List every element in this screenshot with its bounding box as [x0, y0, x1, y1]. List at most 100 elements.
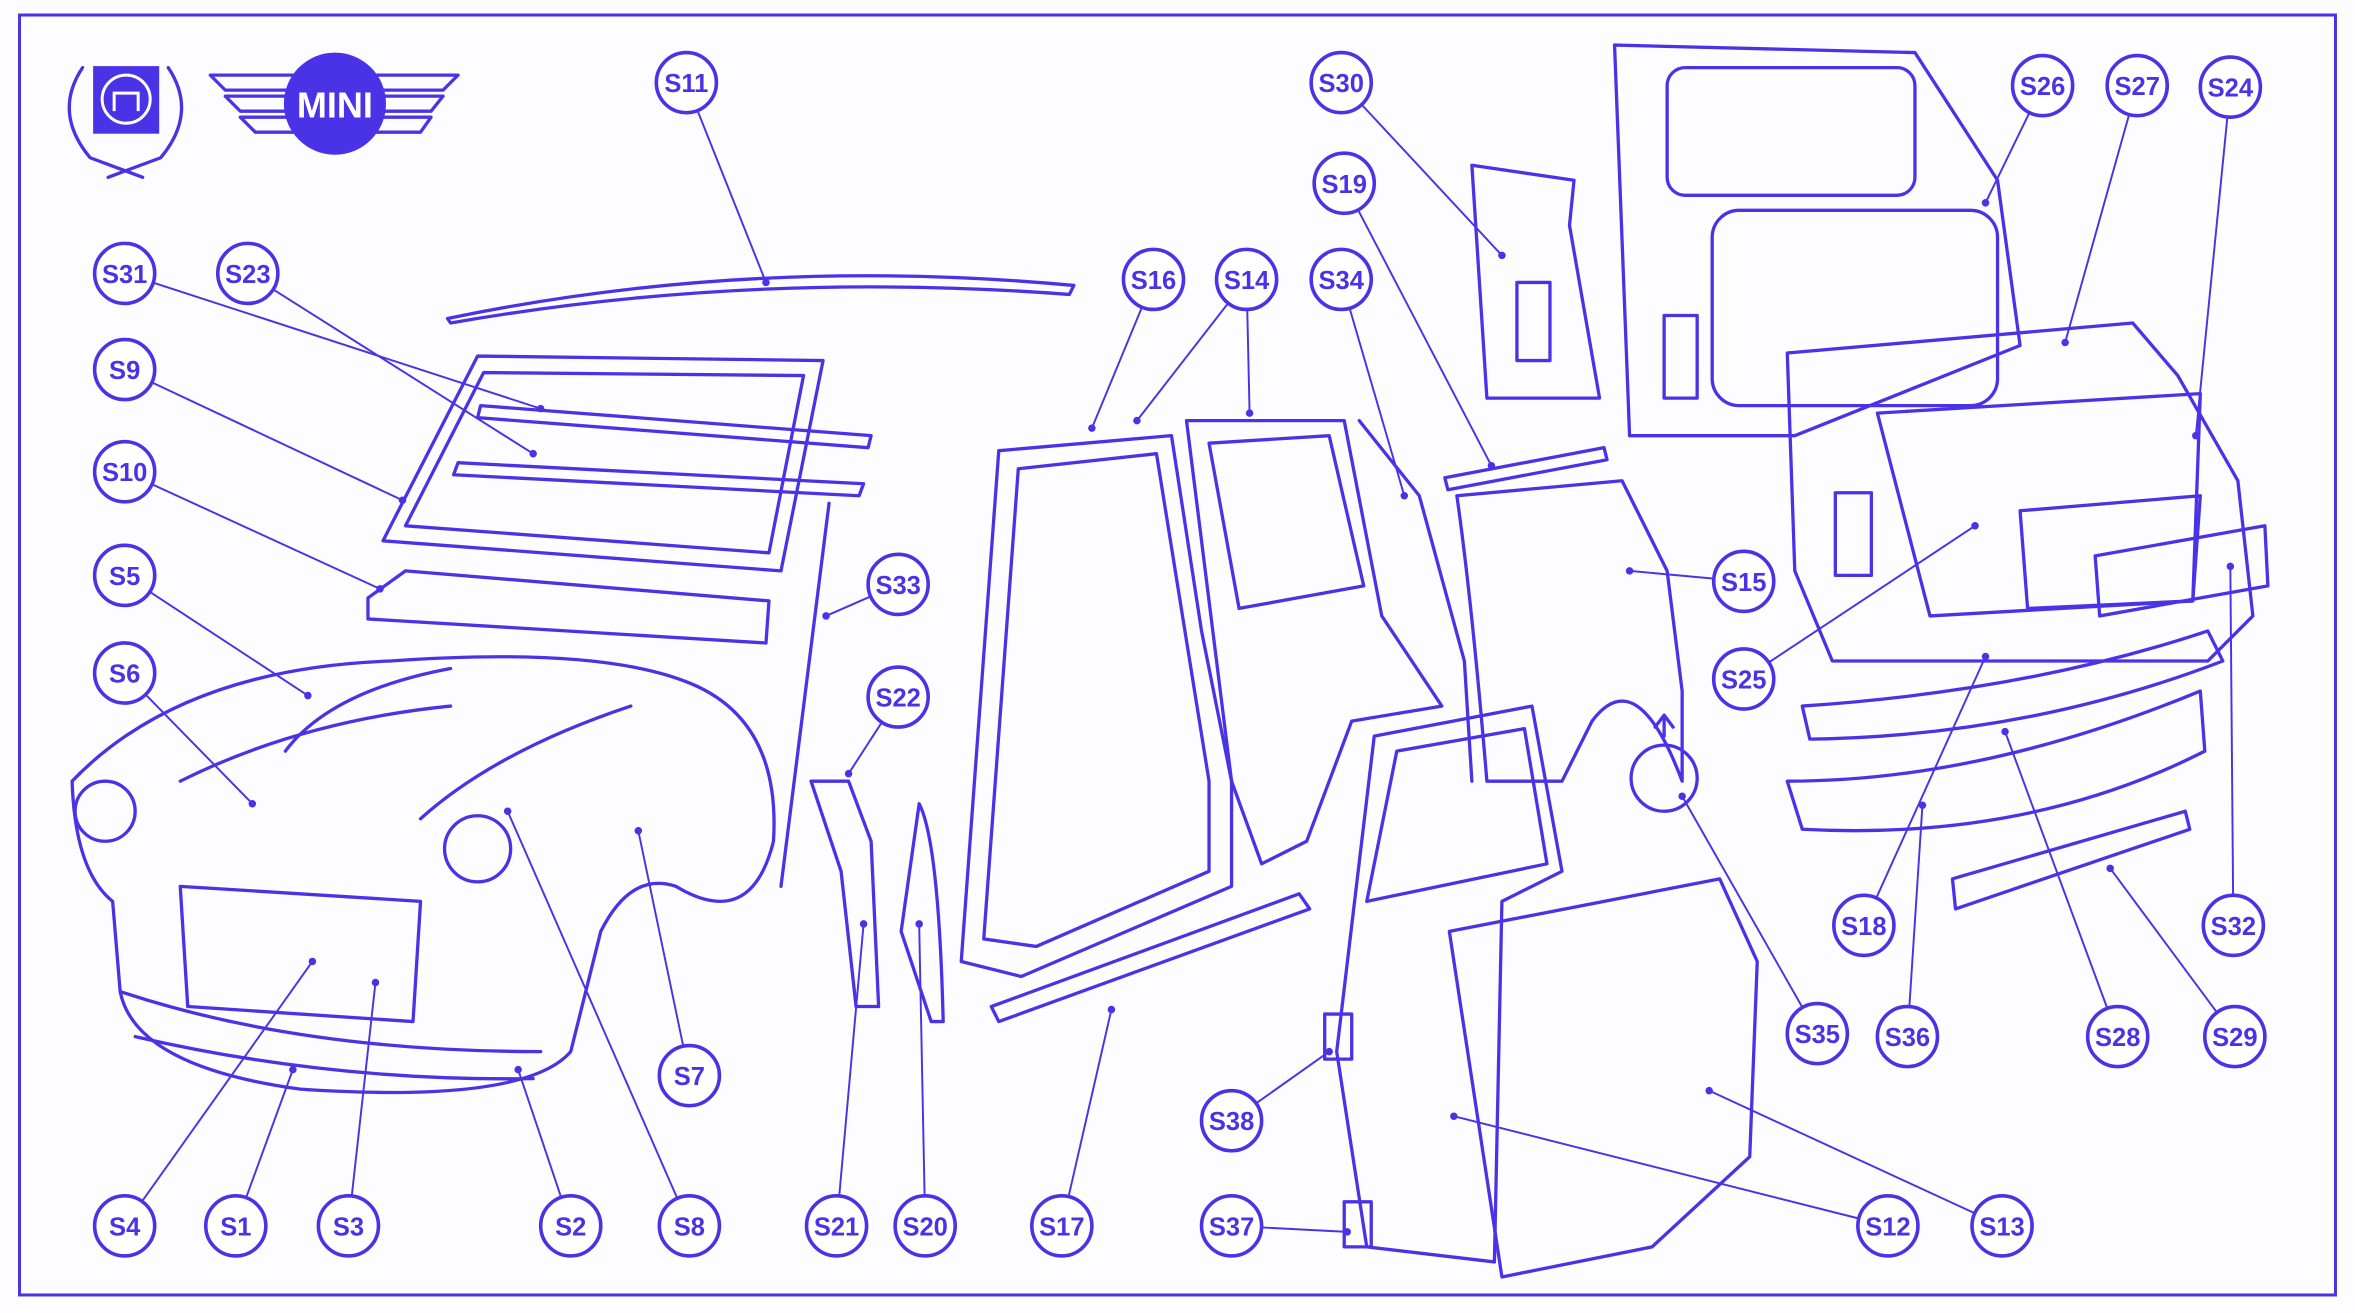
leader-line	[2194, 116, 2229, 436]
callout-label: S25	[1721, 667, 1766, 695]
callout-label: S20	[902, 1213, 947, 1241]
leader-dot	[2192, 431, 2200, 440]
leader-line	[1681, 795, 1804, 1008]
callout-label: S38	[1209, 1108, 1254, 1136]
callout-label: S10	[102, 459, 147, 487]
leader-line	[1629, 569, 1714, 580]
callout-label: S16	[1131, 267, 1176, 295]
callout-s4: S4	[92, 957, 317, 1258]
doors	[1323, 704, 1759, 1279]
leader-dot	[1343, 1228, 1351, 1236]
callout-circle	[1711, 549, 1776, 614]
leader-dot	[308, 957, 317, 966]
leader-dot	[822, 612, 830, 620]
callout-s33: S33	[822, 552, 930, 620]
leader-dot	[1088, 424, 1096, 432]
callout-circle	[1875, 1004, 1940, 1069]
callout-label: S2	[555, 1213, 586, 1241]
leader-dot	[1133, 416, 1141, 425]
leader-line	[350, 982, 377, 1197]
leader-line	[152, 281, 541, 410]
callout-circle	[1785, 1001, 1850, 1066]
leader-line	[144, 693, 254, 805]
leader-dot	[1450, 1112, 1458, 1120]
callout-s25: S25	[1711, 522, 1979, 711]
callout-s29: S29	[2106, 864, 2267, 1069]
callout-s34: S34	[1309, 247, 1409, 500]
leader-line	[637, 830, 685, 1047]
callout-label: S35	[1795, 1021, 1840, 1049]
leader-line	[245, 1069, 294, 1198]
callout-label: S34	[1319, 267, 1365, 295]
leader-dot	[536, 404, 545, 413]
leader-line	[506, 810, 679, 1199]
leader-dot	[1487, 461, 1496, 470]
leader-dot	[2061, 338, 2069, 347]
rear-body-shell	[1612, 43, 2270, 911]
roof-panel	[445, 274, 1076, 325]
leader-dot	[398, 496, 407, 505]
leader-dot	[371, 978, 380, 987]
callout-s23: S23	[215, 241, 537, 458]
leader-dot	[1705, 1086, 1713, 1095]
callout-s2: S2	[514, 1065, 603, 1258]
c-pillar-panel	[1470, 163, 1602, 400]
leader-dot	[844, 769, 853, 778]
callout-circle	[866, 552, 930, 617]
leader-dot	[503, 807, 512, 815]
callout-label: S27	[2115, 73, 2160, 101]
callout-s3: S3	[316, 978, 381, 1258]
callout-circle	[316, 1194, 381, 1258]
rear-quarter-panel	[1455, 479, 1684, 783]
callout-circle	[538, 1194, 603, 1258]
callout-circle	[215, 241, 280, 306]
callout-circle	[2105, 53, 2170, 118]
callout-circle	[654, 50, 719, 115]
callout-s1: S1	[203, 1065, 297, 1258]
callout-circle	[2010, 53, 2075, 118]
leader-line	[1348, 307, 1406, 497]
callout-s8: S8	[503, 807, 722, 1258]
leader-line	[272, 288, 534, 455]
callout-s17: S17	[1030, 1005, 1116, 1258]
leader-line	[141, 960, 314, 1202]
callout-s35: S35	[1678, 792, 1850, 1066]
callout-s6: S6	[92, 641, 257, 808]
leader-line	[2064, 114, 2131, 343]
callout-s7: S7	[634, 827, 722, 1108]
leader-dot	[634, 827, 643, 835]
callout-circle	[1970, 1194, 2034, 1258]
callout-circle	[804, 1194, 869, 1258]
callout-label: S37	[1209, 1213, 1254, 1241]
leader-dot	[1325, 1047, 1333, 1056]
leader-line	[1261, 1226, 1348, 1233]
callout-label: S5	[109, 563, 140, 591]
callout-label: S19	[1322, 171, 1367, 199]
callout-label: S6	[109, 661, 140, 689]
callout-circle	[1214, 247, 1279, 312]
leader-dot	[1981, 199, 1990, 207]
callout-circle	[1711, 647, 1776, 711]
callout-s12: S12	[1450, 1112, 1920, 1258]
leader-dot	[915, 920, 923, 928]
callout-s11: S11	[654, 50, 770, 287]
leader-line	[1357, 209, 1493, 467]
callout-s14: S14	[1133, 247, 1279, 425]
leader-dot	[1107, 1005, 1116, 1014]
leader-line	[2109, 867, 2218, 1014]
callout-circle	[92, 337, 157, 402]
leader-line	[825, 595, 872, 617]
leader-dot	[2106, 864, 2114, 873]
leader-dot	[1918, 801, 1927, 809]
leader-line	[1768, 524, 1976, 664]
leader-line	[2004, 731, 2109, 1009]
callout-circle	[866, 665, 930, 729]
callout-label: S22	[875, 685, 920, 713]
rear-quarter-strip	[1443, 446, 1609, 492]
callout-circle	[92, 241, 157, 306]
callout-s31: S31	[92, 241, 545, 413]
leader-dot	[376, 585, 384, 593]
callout-label: S13	[1979, 1213, 2024, 1241]
